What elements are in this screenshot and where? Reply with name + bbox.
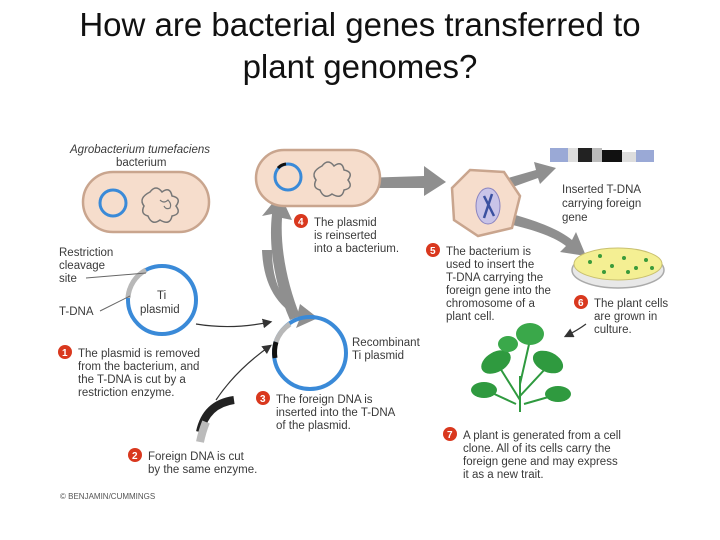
step-3-line-3: of the plasmid. (276, 420, 351, 432)
arrow-to-petri (508, 214, 586, 256)
step-7-line-1: A plant is generated from a cell (463, 430, 621, 442)
step-2-line-2: by the same enzyme. (148, 464, 257, 476)
step-2-line-1: Foreign DNA is cut (148, 451, 245, 463)
bacterium-body (81, 170, 211, 234)
step-4-line-1: The plasmid (314, 217, 377, 229)
step-7-line-2: clone. All of its cells carry the (463, 443, 611, 455)
restriction-pointer (85, 272, 147, 279)
title-line-2: plant genomes? (242, 48, 478, 85)
ti-label-2: plasmid (140, 304, 180, 316)
step-6-line-2: are grown in (594, 311, 657, 323)
step-5-line-4: foreign gene into the (446, 285, 551, 297)
step-1-line-4: restriction enzyme. (78, 387, 175, 399)
arrow-up-to-bacterium (262, 194, 300, 320)
recombinant-label-1: Recombinant (352, 337, 421, 349)
slide-title: How are bacterial genes transferred to p… (0, 4, 720, 88)
restriction-label-1: Restriction (59, 247, 113, 259)
inserted-label-1: Inserted T-DNA (562, 184, 641, 196)
inserted-label-3: gene (562, 212, 588, 224)
foreign-dna-fragment (196, 396, 235, 443)
tdna-label: T-DNA (59, 306, 94, 318)
inserted-label-2: carrying foreign (562, 198, 641, 210)
step-4-line-2: is reinserted (314, 230, 377, 242)
step-5-line-5: chromosome of a (446, 298, 535, 310)
step-4: 4 The plasmid is reinserted into a bacte… (294, 214, 399, 255)
step-6-line-1: The plant cells (594, 298, 668, 310)
step-1: 1 The plasmid is removed from the bacter… (58, 345, 200, 399)
bacterium-plasmid (98, 188, 128, 218)
step-6: 6 The plant cells are grown in culture. (574, 295, 668, 336)
arrow-step1-to-recombinant (195, 318, 273, 329)
plant-illustration (471, 323, 571, 412)
recombinant-label-2: Ti plasmid (352, 350, 404, 362)
flow-arrows (262, 162, 586, 328)
step-5-line-2: used to insert the (446, 259, 534, 271)
step-2: 2 Foreign DNA is cut by the same enzyme. (128, 448, 257, 476)
reinserted-bacterium (254, 148, 382, 208)
step-5: 5 The bacterium is used to insert the T-… (426, 243, 551, 323)
arrow-foreign-to-recombinant (215, 344, 272, 401)
agrobacterium-cell (81, 170, 211, 234)
ti-plasmid (125, 264, 198, 336)
step-5-line-3: T-DNA carrying the (446, 272, 543, 284)
step-4-line-3: into a bacterium. (314, 243, 399, 255)
arrow-to-plant-cell (360, 166, 446, 196)
step-1-number: 1 (62, 348, 68, 359)
step-3-line-2: inserted into the T-DNA (276, 407, 396, 419)
restriction-label-2: cleavage (59, 260, 105, 272)
plant-cell (450, 168, 522, 238)
restriction-label-3: site (59, 273, 77, 285)
step-7-number: 7 (447, 430, 453, 441)
chromosome-strip (550, 148, 654, 162)
arrow-to-recombinant (262, 250, 318, 328)
step-1-line-1: The plasmid is removed (78, 348, 200, 360)
ti-label-1: Ti (157, 290, 166, 302)
step-6-number: 6 (578, 298, 584, 309)
bacterium-chromosome (141, 187, 179, 223)
step-6-line-3: culture. (594, 324, 632, 336)
step-5-line-6: plant cell. (446, 311, 495, 323)
arrow-petri-to-plant (563, 323, 587, 338)
step-7-line-3: foreign gene and may express (463, 456, 618, 468)
step-1-line-3: the T-DNA is cut by a (78, 374, 186, 386)
step-3-line-1: The foreign DNA is (276, 394, 373, 406)
title-line-1: How are bacterial genes transferred to (79, 6, 641, 43)
recombinant-plasmid (272, 315, 348, 391)
bacterium-label-2: bacterium (116, 157, 167, 169)
tdna-segment (125, 267, 148, 299)
step-5-line-1: The bacterium is (446, 246, 531, 258)
step-1-line-2: from the bacterium, and (78, 361, 199, 373)
step-4-number: 4 (298, 217, 304, 228)
arrow-to-inserted-tdna (508, 162, 556, 188)
bacterium-label-1: Agrobacterium tumefaciens (69, 144, 210, 156)
step-7: 7 A plant is generated from a cell clone… (443, 427, 621, 481)
petri-dish (571, 247, 665, 289)
tdna-pointer (99, 295, 131, 312)
step-3-number: 3 (260, 394, 266, 405)
step-3: 3 The foreign DNA is inserted into the T… (256, 391, 396, 432)
step-5-number: 5 (430, 246, 436, 257)
step-7-line-4: it as a new trait. (463, 469, 544, 481)
copyright-note: © BENJAMIN/CUMMINGS (60, 492, 155, 501)
step-2-number: 2 (132, 451, 138, 462)
